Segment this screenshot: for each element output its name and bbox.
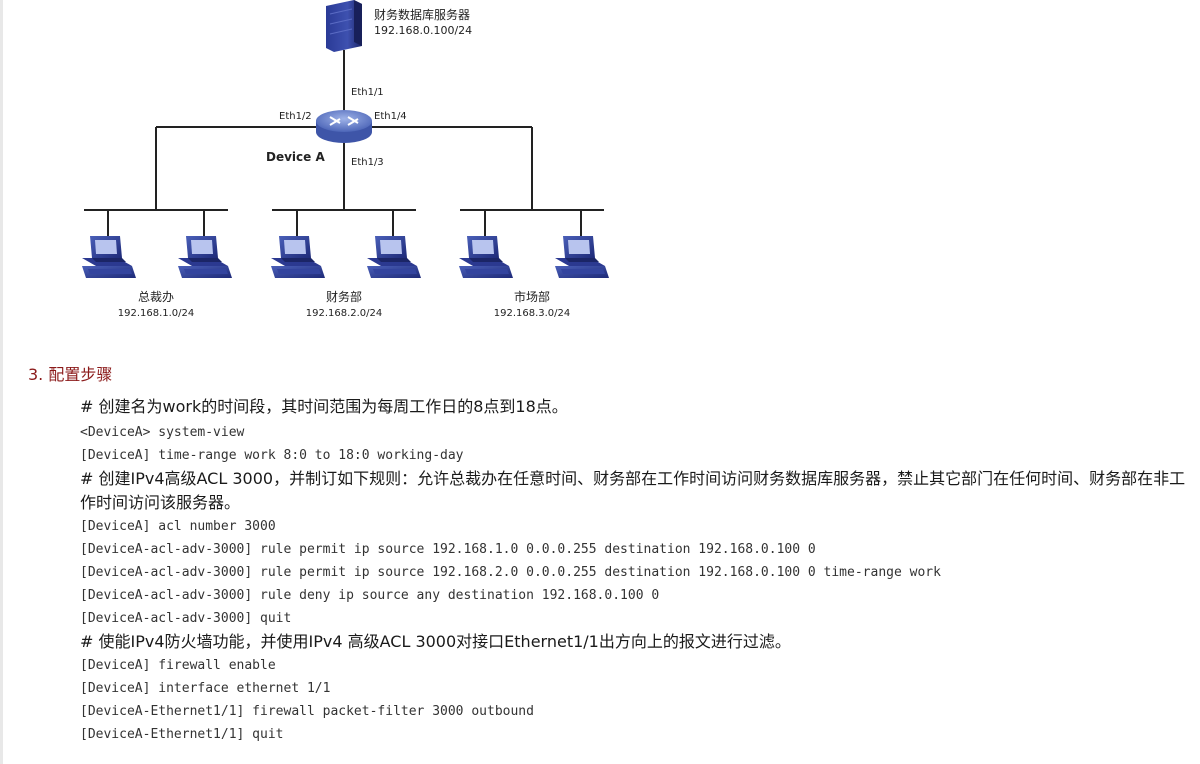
- network-links: [84, 50, 604, 236]
- cli-command: [DeviceA] acl number 3000: [80, 519, 276, 534]
- port-label-eth1-4: Eth1/4: [374, 111, 407, 122]
- department-subnet-label: 192.168.3.0/24: [494, 308, 571, 319]
- step-comment: # 创建名为work的时间段，其时间范围为每周工作日的8点到18点。: [80, 397, 568, 416]
- database-server-icon: [326, 0, 362, 52]
- cli-command: [DeviceA-Ethernet1/1] firewall packet-fi…: [80, 704, 534, 719]
- port-label-eth1-3: Eth1/3: [351, 157, 384, 168]
- network-diagram: 财务数据库服务器 192.168.0.100/24 Device A Eth1/…: [82, 0, 609, 319]
- switch-icon: [316, 110, 372, 143]
- department-subnet-label: 192.168.2.0/24: [306, 308, 383, 319]
- device-name-label: Device A: [266, 150, 325, 164]
- config-steps: # 创建名为work的时间段，其时间范围为每周工作日的8点到18点。 <Devi…: [80, 395, 1195, 746]
- cli-command: [DeviceA-acl-adv-3000] rule deny ip sour…: [80, 588, 660, 603]
- server-name-label: 财务数据库服务器: [374, 7, 470, 22]
- cli-command: [DeviceA] interface ethernet 1/1: [80, 681, 331, 696]
- pc-icon: [459, 236, 513, 278]
- server-ip-label: 192.168.0.100/24: [374, 24, 472, 37]
- department-subnet-label: 192.168.1.0/24: [118, 308, 195, 319]
- pc-icon: [367, 236, 421, 278]
- cli-command: [DeviceA-Ethernet1/1] quit: [80, 727, 284, 742]
- cli-command: [DeviceA-acl-adv-3000] rule permit ip so…: [80, 565, 941, 580]
- page-left-border: [0, 0, 3, 764]
- step-comment: # 创建IPv4高级ACL 3000，并制订如下规则：允许总裁办在任意时间、财务…: [80, 469, 1186, 512]
- cli-command: [DeviceA-acl-adv-3000] quit: [80, 611, 292, 626]
- step-comment: # 使能IPv4防火墙功能，并使用IPv4 高级ACL 3000对接口Ether…: [80, 632, 791, 651]
- cli-command: [DeviceA-acl-adv-3000] rule permit ip so…: [80, 542, 816, 557]
- pc-icon: [178, 236, 232, 278]
- cli-command: [DeviceA] time-range work 8:0 to 18:0 wo…: [80, 448, 464, 463]
- port-label-eth1-1: Eth1/1: [351, 87, 384, 98]
- section-title: 3. 配置步骤: [28, 365, 113, 384]
- pc-icon: [82, 236, 136, 278]
- department-name-label: 总裁办: [138, 289, 174, 304]
- cli-command: <DeviceA> system-view: [80, 425, 245, 440]
- department-name-label: 财务部: [326, 289, 362, 304]
- department-name-label: 市场部: [514, 289, 550, 304]
- pc-icon: [555, 236, 609, 278]
- cli-command: [DeviceA] firewall enable: [80, 658, 276, 673]
- pc-icon: [271, 236, 325, 278]
- port-label-eth1-2: Eth1/2: [279, 111, 312, 122]
